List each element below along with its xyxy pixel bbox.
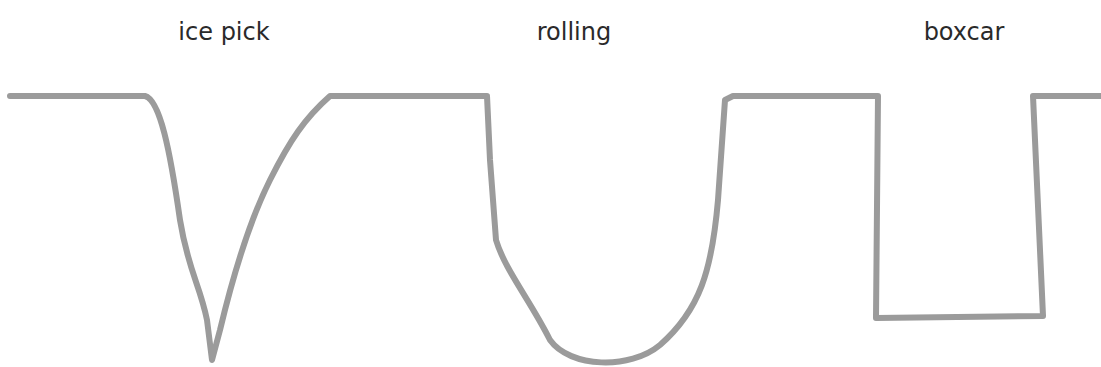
- scar-type-label: rolling: [537, 18, 611, 46]
- scar-type-label: boxcar: [924, 18, 1005, 46]
- profile-line: [10, 96, 1101, 362]
- scar-type-label: ice pick: [178, 18, 269, 46]
